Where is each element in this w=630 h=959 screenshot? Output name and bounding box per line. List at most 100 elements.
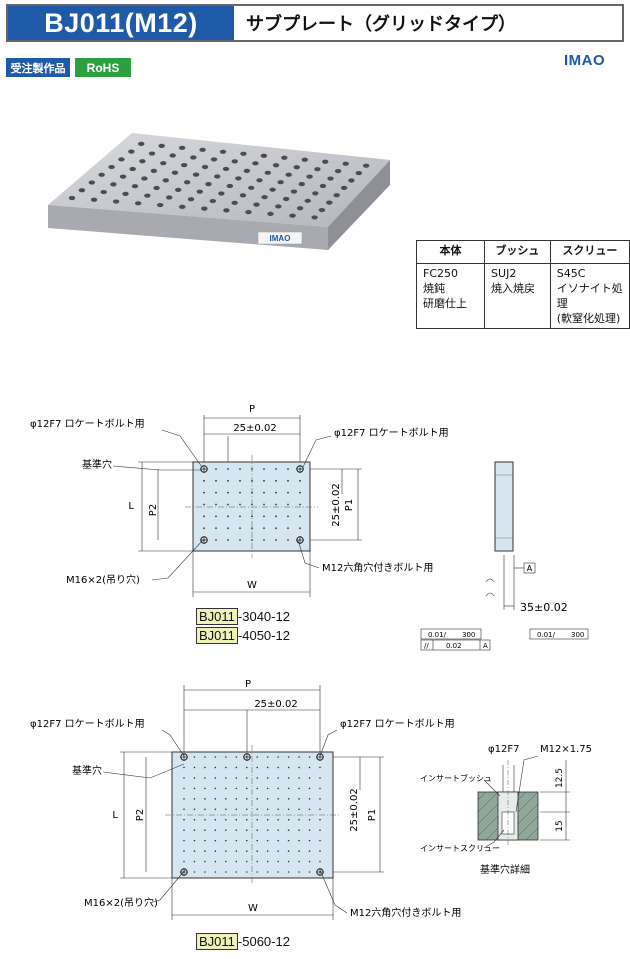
tol-parallel-val: 0.02 <box>446 642 462 650</box>
grid-hole <box>193 839 196 842</box>
grid-hole <box>308 808 311 811</box>
grid-hole <box>319 860 321 863</box>
grid-hole <box>266 766 269 769</box>
grid-hole <box>245 798 248 800</box>
grid-hole <box>319 798 321 800</box>
grid-hole <box>266 756 269 758</box>
grid-hole <box>319 818 321 821</box>
grid-hole <box>287 503 289 506</box>
grid-hole <box>214 850 217 852</box>
brand-logo: IMAO <box>564 52 606 69</box>
grid-hole <box>239 515 241 518</box>
dim-w: W <box>247 580 257 591</box>
grid-hole <box>275 515 277 518</box>
grid-hole <box>308 756 311 758</box>
grid-hole <box>245 818 248 821</box>
detail-bush: インサートブッシュ <box>420 773 492 783</box>
grid-hole <box>266 787 269 790</box>
grid-hole <box>245 787 248 790</box>
grid-hole <box>239 479 241 482</box>
grid-hole <box>263 468 265 470</box>
datum-label: A <box>527 564 533 573</box>
grid-hole <box>275 503 277 506</box>
grid-hole <box>308 777 311 779</box>
grid-hole <box>235 860 238 863</box>
grid-hole <box>298 829 300 831</box>
grid-hole <box>193 850 196 852</box>
grid-hole <box>287 756 290 758</box>
grid-hole <box>183 839 185 842</box>
grid-hole <box>235 871 238 873</box>
grid-hole <box>235 766 238 769</box>
grid-hole <box>225 839 227 842</box>
grid-hole <box>299 515 301 518</box>
grid-hole <box>277 860 279 863</box>
grid-hole <box>287 787 290 790</box>
label-m12: M12六角穴付きボルト用 <box>350 906 461 919</box>
grid-hole <box>277 871 279 873</box>
grid-hole <box>245 839 248 842</box>
grid-hole <box>225 777 227 779</box>
header-bar: BJ011(M12) サブプレート（グリッドタイプ） <box>6 4 624 42</box>
dim-l: L <box>128 501 134 512</box>
grid-hole <box>204 808 206 811</box>
grid-hole <box>287 829 290 831</box>
grid-hole <box>225 787 227 790</box>
grid-hole <box>287 766 290 769</box>
dim-p2: P2 <box>135 809 146 821</box>
grid-hole <box>277 818 279 821</box>
label-locate-left: φ12F7 ロケートボルト用 <box>30 718 145 730</box>
label-locate-right: φ12F7 ロケートボルト用 <box>334 427 449 439</box>
grid-hole <box>266 777 269 779</box>
grid-hole <box>215 539 217 541</box>
product-title: サブプレート（グリッドタイプ） <box>246 14 516 35</box>
grid-hole <box>227 503 229 506</box>
grid-hole <box>214 756 217 758</box>
grid-hole <box>183 787 185 790</box>
grid-hole <box>193 871 196 873</box>
label-m12: M12六角穴付きボルト用 <box>322 561 433 574</box>
grid-hole <box>299 491 301 494</box>
part-number: BJ011 -3040-12 <box>196 608 290 625</box>
grid-hole <box>287 839 290 842</box>
grid-hole <box>193 756 196 758</box>
grid-hole <box>183 798 185 800</box>
grid-hole <box>287 808 290 811</box>
grid-hole <box>204 850 206 852</box>
grid-hole <box>319 787 321 790</box>
tol-flat-1-len: 300 <box>462 631 475 639</box>
grid-hole <box>298 756 300 758</box>
grid-hole <box>263 539 265 541</box>
drawing-top-view-2: P 25±0.02 φ12F7 ロケートボルト用 φ12F7 ロケートボルト用 … <box>30 679 461 920</box>
grid-hole <box>239 468 241 470</box>
grid-hole <box>319 850 321 852</box>
tol-flat-2-len: 300 <box>571 631 584 639</box>
grid-hole <box>287 539 289 541</box>
drawing-top-view-1: P 25±0.02 φ12F7 ロケートボルト用 φ12F7 ロケートボルト用 … <box>30 404 449 597</box>
grid-hole <box>214 818 217 821</box>
grid-hole <box>287 818 290 821</box>
grid-hole <box>225 756 227 758</box>
detail-dim-2: 15 <box>555 820 565 831</box>
grid-hole <box>287 777 290 779</box>
grid-hole <box>298 818 300 821</box>
grid-hole <box>204 871 206 873</box>
grid-hole <box>277 808 279 811</box>
grid-hole <box>227 515 229 518</box>
grid-hole <box>319 829 321 831</box>
grid-hole <box>183 818 185 821</box>
grid-hole <box>266 798 269 800</box>
grid-hole <box>227 491 229 494</box>
grid-hole <box>277 850 279 852</box>
grid-hole <box>319 839 321 842</box>
grid-hole <box>256 850 259 852</box>
rohs-badge: RoHS <box>75 58 131 77</box>
grid-hole <box>298 777 300 779</box>
label-locate-left: φ12F7 ロケートボルト用 <box>30 418 145 430</box>
grid-hole <box>256 756 259 758</box>
grid-hole <box>299 503 301 506</box>
dim-p1: P1 <box>344 499 355 511</box>
grid-hole <box>263 491 265 494</box>
label-locate-right: φ12F7 ロケートボルト用 <box>340 718 455 730</box>
grid-hole <box>266 850 269 852</box>
